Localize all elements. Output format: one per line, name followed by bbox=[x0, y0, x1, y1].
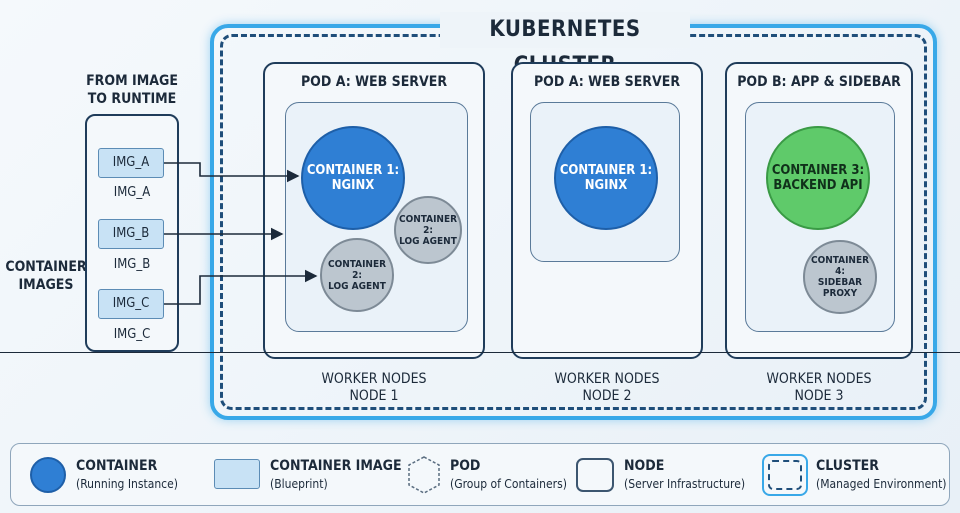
pod-title-node-2: POD A: WEB SERVER bbox=[533, 74, 681, 90]
legend-sub-node: (Server Infrastructure) bbox=[624, 477, 746, 491]
legend-title-cluster: CLUSTER bbox=[816, 458, 879, 474]
container-sidebar-proxy-node-3[interactable]: CONTAINER 4:SIDEBAR PROXY bbox=[803, 240, 877, 314]
container-label-line2: SIDEBAR PROXY bbox=[817, 277, 863, 299]
images-panel-title-line2: TO RUNTIME bbox=[87, 91, 177, 107]
container-label-line1: CONTAINER 1: bbox=[306, 163, 400, 178]
legend-title-image: CONTAINER IMAGE bbox=[270, 458, 402, 474]
images-panel-title-line1: FROM IMAGE bbox=[86, 73, 178, 89]
image-box-a[interactable]: IMG_A bbox=[98, 148, 164, 178]
node-label-1: WORKER NODES NODE 1 bbox=[263, 371, 485, 405]
container-label-line1: CONTAINER 2: bbox=[398, 213, 458, 236]
container-log-agent-node-1b[interactable]: CONTAINER 2:LOG AGENT bbox=[320, 238, 394, 312]
container-label-line2: NGINX bbox=[584, 178, 628, 193]
legend-title-container: CONTAINER bbox=[76, 458, 158, 474]
container-images-label-line2: IMAGES bbox=[18, 277, 74, 293]
container-nginx-node-2[interactable]: CONTAINER 1:NGINX bbox=[554, 126, 658, 230]
node-label-line1: WORKER NODES bbox=[321, 371, 427, 387]
container-label-line1: CONTAINER 2: bbox=[327, 258, 387, 281]
arrow-img-a bbox=[164, 162, 300, 183]
container-label-line2: NGINX bbox=[331, 178, 375, 193]
legend-sub-cluster: (Managed Environment) bbox=[816, 477, 947, 491]
cluster-legend-icon bbox=[762, 454, 808, 496]
image-legend-icon bbox=[214, 459, 260, 489]
legend-sub-container: (Running Instance) bbox=[76, 477, 178, 491]
legend-title-node: NODE bbox=[624, 458, 665, 474]
image-box-c[interactable]: IMG_C bbox=[98, 289, 164, 319]
legend bbox=[10, 443, 950, 506]
image-box-b[interactable]: IMG_B bbox=[98, 219, 164, 249]
node-label-3: WORKER NODES NODE 3 bbox=[725, 371, 913, 405]
arrow-img-c bbox=[164, 269, 318, 305]
container-label-line1: CONTAINER 1: bbox=[559, 163, 653, 178]
pod-title-node-3: POD B: APP & SIDEBAR bbox=[737, 74, 901, 90]
container-label-line2: BACKEND API bbox=[773, 178, 863, 193]
image-caption-c: IMG_C bbox=[113, 327, 151, 342]
container-label-line1: CONTAINER 3: bbox=[771, 163, 865, 178]
image-caption-b: IMG_B bbox=[113, 257, 151, 272]
image-caption-a: IMG_A bbox=[113, 185, 151, 200]
node-label-2: WORKER NODES NODE 2 bbox=[511, 371, 703, 405]
container-label-line2: LOG AGENT bbox=[399, 235, 457, 247]
images-panel-title: FROM IMAGE TO RUNTIME bbox=[75, 72, 189, 108]
container-nginx-node-1[interactable]: CONTAINER 1:NGINX bbox=[301, 126, 405, 230]
legend-sub-image: (Blueprint) bbox=[270, 477, 328, 491]
node-label-line1: WORKER NODES bbox=[766, 371, 872, 387]
container-legend-icon bbox=[30, 457, 66, 493]
pod-title-node-1: POD A: WEB SERVER bbox=[300, 74, 448, 90]
node-label-line2: NODE 3 bbox=[794, 388, 844, 404]
container-log-agent-node-1a[interactable]: CONTAINER 2:LOG AGENT bbox=[394, 196, 462, 264]
node-legend-icon bbox=[576, 458, 614, 492]
legend-title-pod: POD bbox=[450, 458, 481, 474]
container-images-label-line1: CONTAINER bbox=[5, 259, 87, 275]
container-label-line1: CONTAINER 4: bbox=[810, 255, 870, 277]
node-label-line2: NODE 2 bbox=[582, 388, 632, 404]
node-label-line2: NODE 1 bbox=[349, 388, 399, 404]
divider-line bbox=[0, 352, 960, 353]
container-backend-api-node-3[interactable]: CONTAINER 3:BACKEND API bbox=[766, 126, 870, 230]
container-label-line2: LOG AGENT bbox=[328, 280, 386, 292]
legend-sub-pod: (Group of Containers) bbox=[450, 477, 567, 491]
container-images-label: CONTAINER IMAGES bbox=[4, 258, 88, 294]
node-label-line1: WORKER NODES bbox=[554, 371, 660, 387]
hexagon-legend-icon bbox=[408, 456, 440, 494]
